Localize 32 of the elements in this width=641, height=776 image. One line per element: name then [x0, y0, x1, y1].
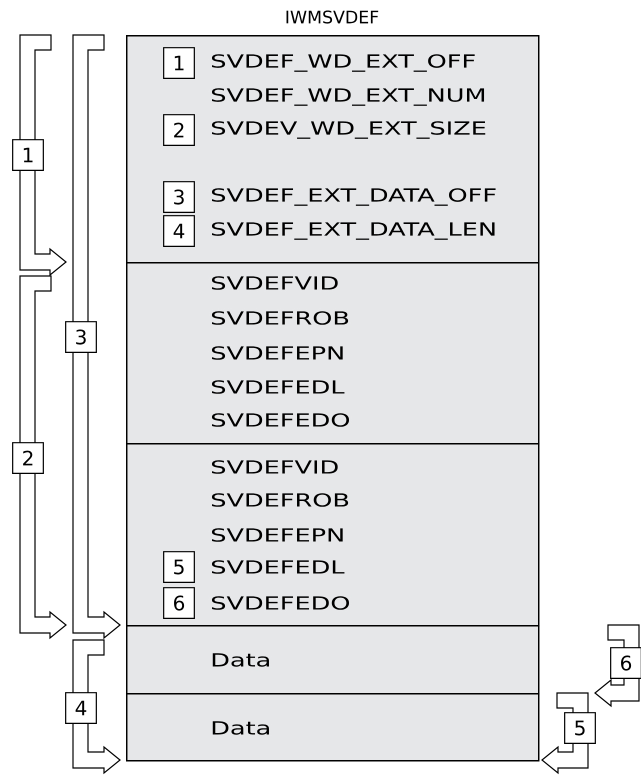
field-name: SVDEFEDO	[212, 413, 350, 427]
callout-number: 6	[163, 587, 195, 619]
hollow-arrow	[72, 34, 121, 640]
field-name: SVDEF_WD_EXT_OFF	[212, 54, 475, 72]
field-name: SVDEFEDL	[212, 560, 344, 574]
callout-number: 2	[163, 114, 195, 146]
field-name: Data	[212, 653, 269, 667]
field-name: SVDEFVID	[212, 276, 338, 290]
field-name: SVDEF_WD_EXT_NUM	[212, 88, 484, 106]
field-name: SVDEFEPN	[212, 346, 343, 360]
field-name: Data	[212, 721, 269, 735]
field-name: SVDEFEDO	[212, 596, 350, 610]
callout-number: 3	[65, 321, 97, 353]
field-name: SVDEF_EXT_DATA_OFF	[212, 188, 496, 206]
callout-number: 4	[163, 215, 195, 247]
callout-number: 2	[12, 442, 44, 474]
title: IWMSVDEF	[286, 10, 378, 24]
callout-number: 5	[163, 551, 195, 583]
field-name: SVDEF_EXT_DATA_LEN	[212, 222, 495, 240]
callout-number: 6	[610, 647, 641, 679]
callout-number: 3	[163, 181, 195, 213]
callout-number: 4	[65, 692, 97, 724]
callout-number: 1	[163, 47, 195, 79]
field-name: SVDEFROB	[212, 311, 348, 325]
field-name: SVDEFEDL	[212, 380, 344, 394]
hollow-arrow	[19, 275, 67, 640]
callout-number: 1	[12, 139, 44, 171]
callout-number: 5	[564, 712, 596, 744]
field-name: SVDEFVID	[212, 460, 338, 474]
field-name: SVDEFROB	[212, 493, 348, 507]
field-name: SVDEFEPN	[212, 528, 343, 542]
field-name: SVDEV_WD_EXT_SIZE	[212, 121, 486, 139]
